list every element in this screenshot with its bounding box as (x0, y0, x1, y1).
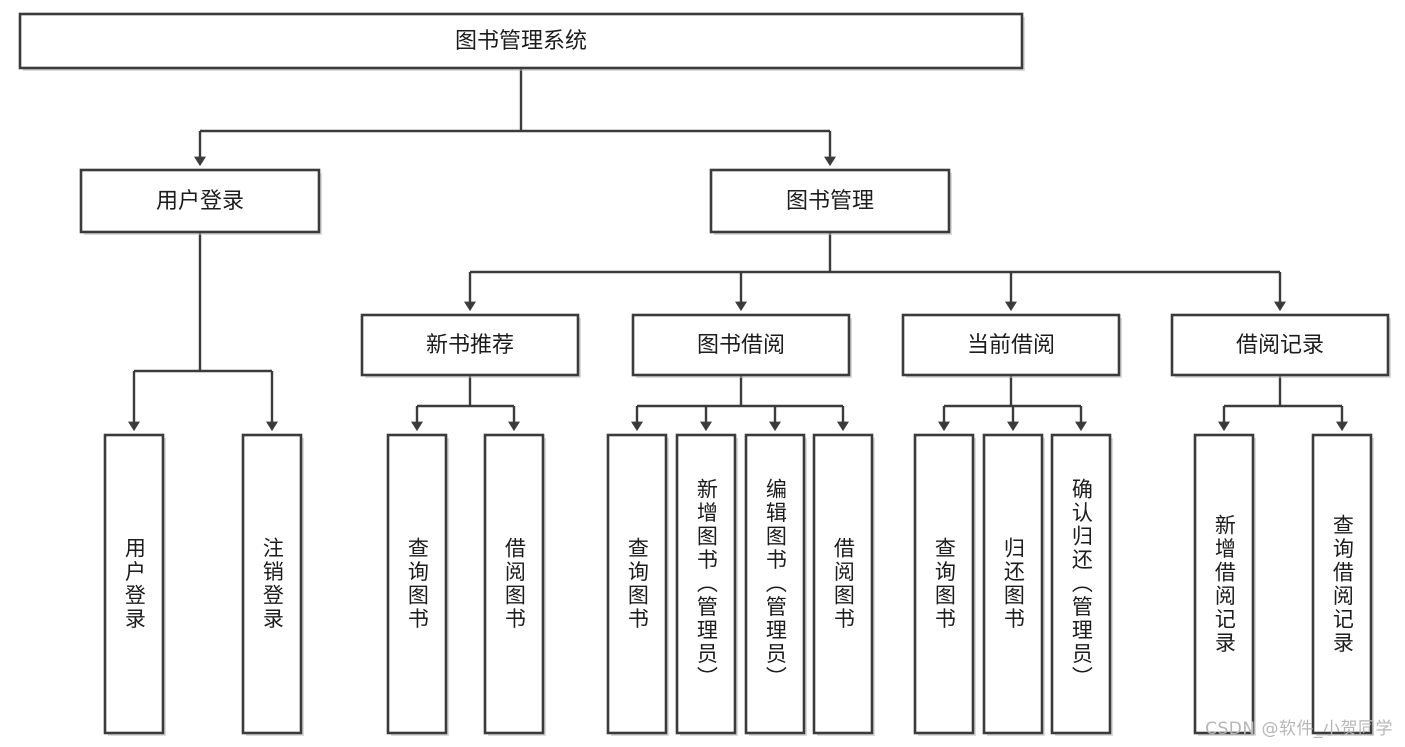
watermark: CSDN @软件_小贺同学 (1205, 719, 1393, 739)
node-box-new-book-rec (360, 313, 580, 377)
connector-layer (128, 68, 1348, 432)
node-box-leaf-query-record (1311, 433, 1373, 735)
node-label-user-login: 用户登录 (156, 189, 244, 214)
node-box-leaf-add-book (675, 433, 737, 735)
node-label-new-book-rec: 新书推荐 (426, 333, 514, 358)
node-box-book-manage (709, 168, 951, 234)
node-label-root: 图书管理系统 (455, 29, 587, 54)
node-box-leaf-logout (241, 433, 303, 735)
node-box-leaf-edit-book (744, 433, 806, 735)
node-box-current-borrow (901, 313, 1121, 377)
node-label-book-manage: 图书管理 (786, 189, 874, 214)
node-box-user-login (79, 168, 321, 234)
node-label-borrow-record: 借阅记录 (1236, 333, 1324, 358)
node-box-leaf-return-book (982, 433, 1044, 735)
node-label-book-borrow: 图书借阅 (697, 333, 785, 358)
node-box-leaf-query-book-cur (913, 433, 975, 735)
node-box-leaf-user-login (103, 433, 165, 735)
node-box-leaf-add-record (1193, 433, 1255, 735)
node-box-leaf-confirm-return (1050, 433, 1112, 735)
node-box-leaf-query-book-rec (386, 433, 448, 735)
node-box-root (18, 12, 1024, 70)
node-label-current-borrow: 当前借阅 (967, 333, 1055, 358)
node-box-borrow-record (1170, 313, 1390, 377)
node-box-leaf-query-book (606, 433, 668, 735)
node-box-leaf-borrow-book (812, 433, 874, 735)
node-box-leaf-borrow-book-rec (483, 433, 545, 735)
box-layer (18, 12, 1390, 735)
node-box-book-borrow (631, 313, 851, 377)
